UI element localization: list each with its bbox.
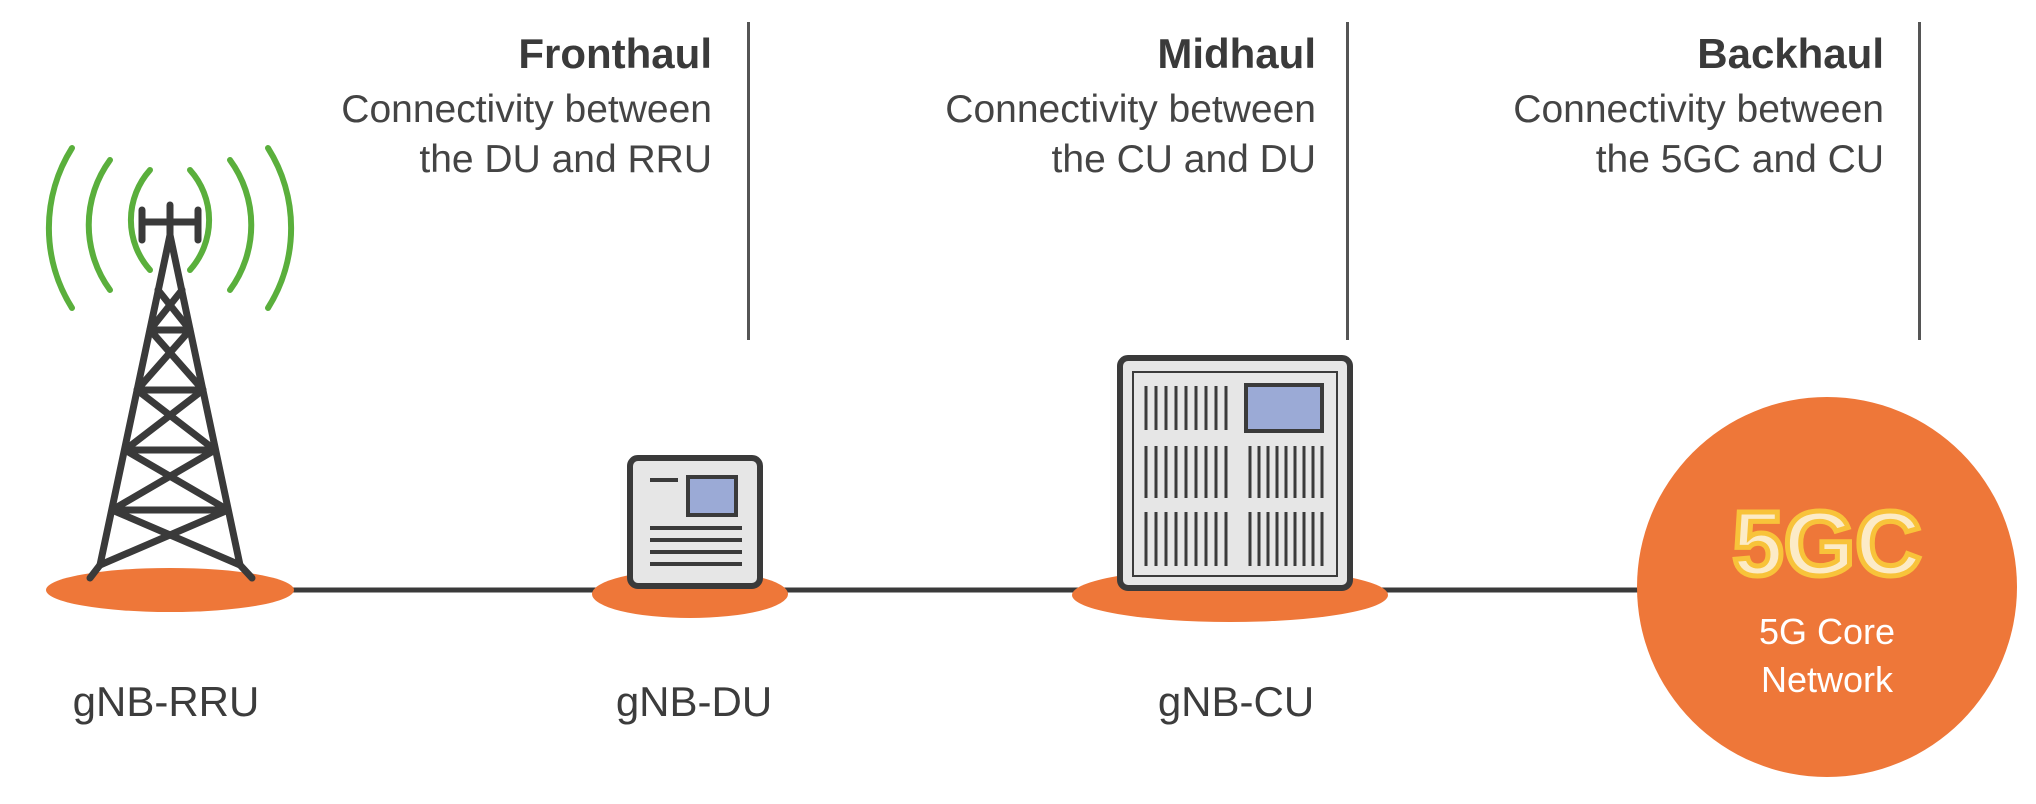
cu-label: gNB-CU <box>1157 678 1315 725</box>
rru-base <box>46 568 294 612</box>
fronthaul-desc-line2: the DU and RRU <box>419 138 712 181</box>
fronthaul-divider <box>747 22 750 340</box>
backhaul-divider <box>1918 22 1921 340</box>
midhaul-divider <box>1346 22 1349 340</box>
core-sub-line1: 5G Core <box>1758 611 1896 652</box>
core-network-circle: 5GC <box>1637 397 2017 777</box>
antenna-tower-icon <box>86 201 256 582</box>
midhaul-title: Midhaul <box>1157 30 1316 77</box>
midhaul-desc-line1: Connectivity between <box>945 88 1316 131</box>
du-device-icon <box>627 455 763 589</box>
du-label: gNB-DU <box>615 678 773 725</box>
backhaul-desc-line1: Connectivity between <box>1513 88 1884 131</box>
signal-waves-icon <box>45 145 295 311</box>
fronthaul-desc-line1: Connectivity between <box>341 88 712 131</box>
backhaul-title: Backhaul <box>1697 30 1884 77</box>
fronthaul-title: Fronthaul <box>518 30 712 77</box>
backhaul-desc-line2: the 5GC and CU <box>1595 138 1884 181</box>
core-sub-line2: Network <box>1760 659 1894 700</box>
core-logo: 5GC <box>1732 493 1921 595</box>
cu-server-rack-icon <box>1117 355 1353 591</box>
midhaul-desc-line2: the CU and DU <box>1051 138 1316 181</box>
rru-label: gNB-RRU <box>72 678 260 725</box>
